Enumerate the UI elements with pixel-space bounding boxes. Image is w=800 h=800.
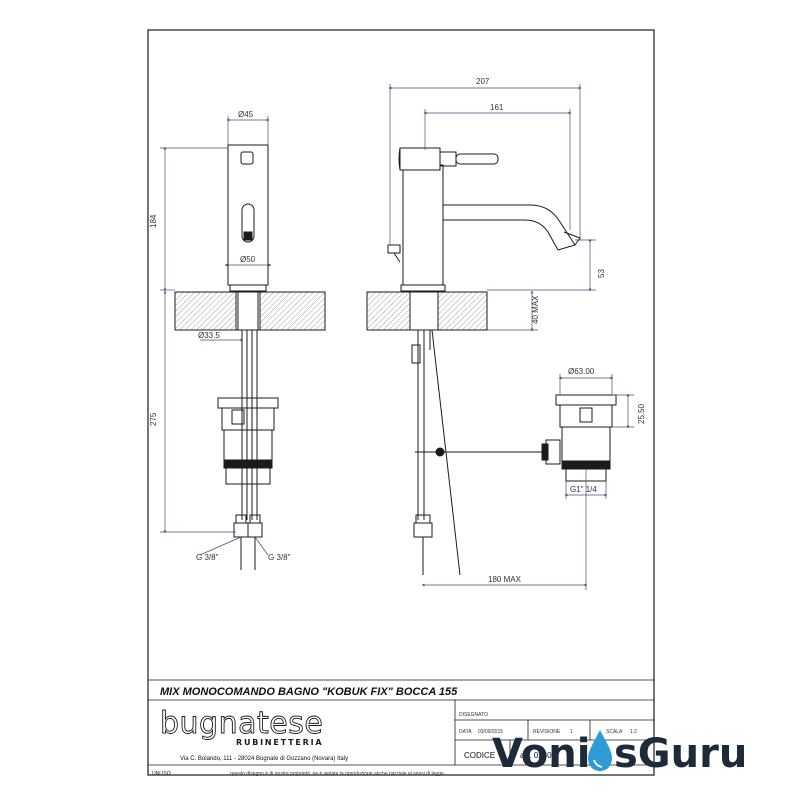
scala-value: 1:2 bbox=[630, 729, 637, 735]
watermark-text-right: sGuru bbox=[614, 731, 747, 777]
sheet-border bbox=[147, 29, 655, 776]
dim-d50: Ø50 bbox=[240, 255, 256, 264]
company-logo-subtitle: RUBINETTERIA bbox=[236, 738, 323, 747]
vonios-guru-watermark: Voni sGuru bbox=[492, 730, 747, 777]
revisione-label: REVISIONE bbox=[533, 729, 561, 735]
disegnato-label: DISEGNATO bbox=[459, 712, 488, 718]
data-label: DATA bbox=[459, 729, 472, 735]
standard-label: UNI ISO bbox=[152, 771, 171, 777]
dim-h25-50: 25.50 bbox=[637, 403, 646, 424]
drawing-title: MIX MONOCOMANDO BAGNO "KOBUK FIX" BOCCA … bbox=[160, 686, 458, 698]
side-view-dimensions bbox=[388, 84, 634, 590]
revisione-value: 1 bbox=[570, 729, 573, 735]
dim-h184: 184 bbox=[149, 214, 158, 228]
side-view bbox=[366, 147, 617, 576]
dim-w161: 161 bbox=[490, 103, 504, 112]
scala-label: SCALA bbox=[606, 729, 623, 735]
data-value: 03/09/2015 bbox=[478, 729, 503, 735]
dim-h275: 275 bbox=[149, 412, 158, 426]
dim-g114: G1" 1/4 bbox=[570, 485, 597, 494]
codice-label: CODICE bbox=[464, 751, 495, 760]
title-block bbox=[148, 679, 654, 766]
front-view bbox=[174, 144, 326, 570]
watermark-text-left: Voni bbox=[492, 731, 590, 777]
dim-w180: 180 MAX bbox=[488, 575, 522, 584]
water-drop-icon bbox=[588, 730, 612, 771]
codice-value: art. 02304 bbox=[520, 751, 557, 760]
front-view-dimensions bbox=[160, 116, 272, 556]
dim-h53: 53 bbox=[597, 269, 606, 278]
dim-g-right: G 3/8" bbox=[268, 553, 291, 562]
company-logo-name: bugnatese bbox=[160, 706, 323, 741]
dim-g-left: G 3/8" bbox=[196, 553, 219, 562]
company-address: Via C. Bolando, 111 - 28024 Bugnate di G… bbox=[180, 756, 348, 762]
dim-max40: 40 MAX bbox=[531, 295, 540, 324]
dim-d45: Ø45 bbox=[238, 110, 254, 119]
dim-d33-5: Ø33.5 bbox=[198, 331, 220, 340]
dim-d63: Ø63.00 bbox=[568, 367, 595, 376]
dim-w207: 207 bbox=[476, 77, 490, 86]
footer-note: questo disegno è di nostra proprietà; ne… bbox=[230, 771, 444, 777]
